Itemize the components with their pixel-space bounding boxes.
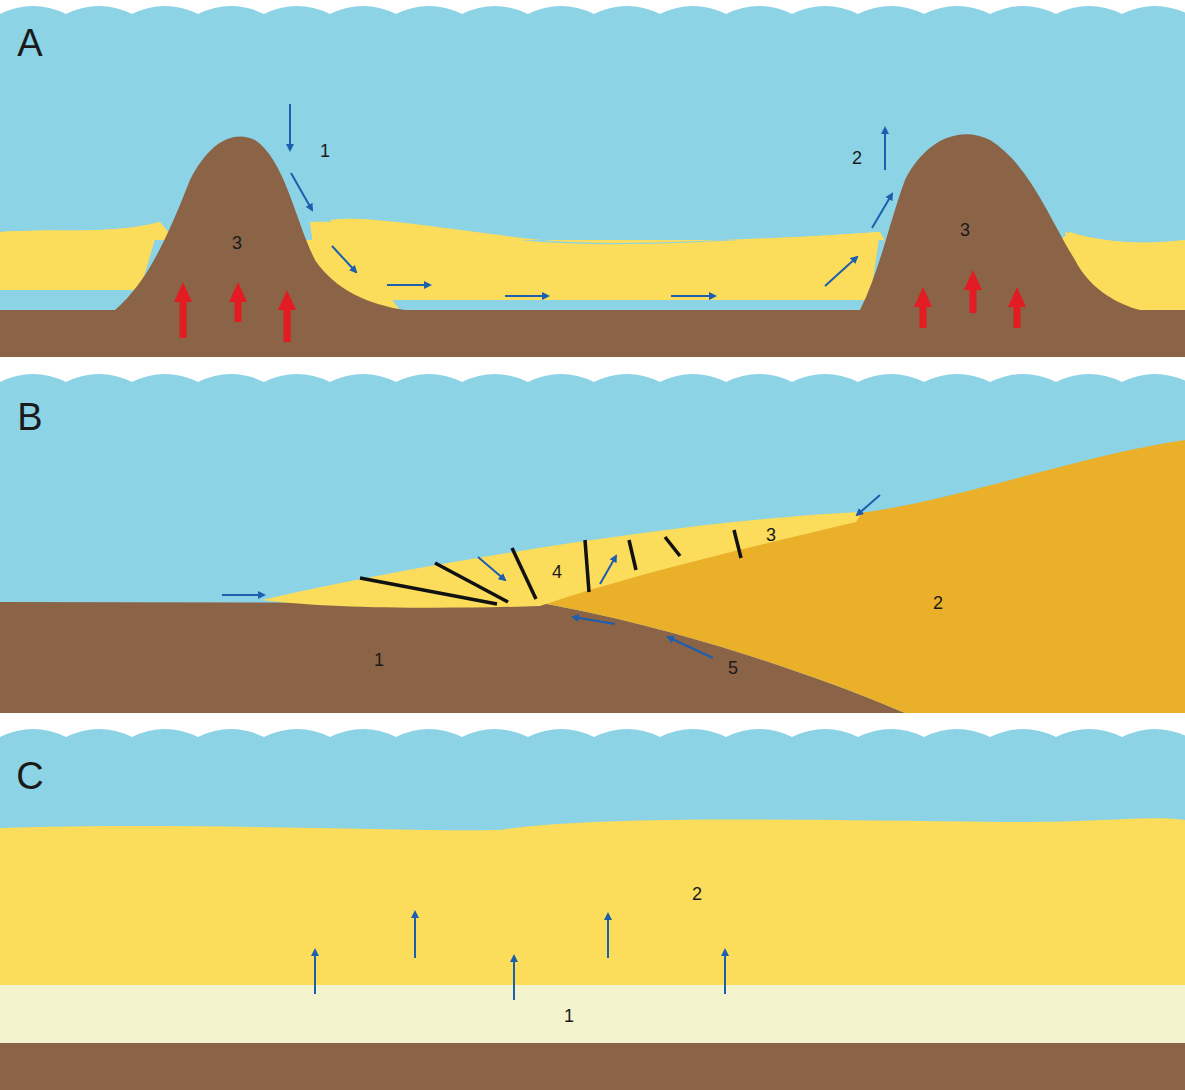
water-surface xyxy=(0,0,1185,737)
panel-letter: B xyxy=(17,398,42,436)
callout-number: 3 xyxy=(232,234,242,252)
callout-number: 4 xyxy=(552,563,562,581)
faults xyxy=(360,530,741,604)
callout-number: 5 xyxy=(728,659,738,677)
uplift-arrows xyxy=(183,278,1017,342)
callout-number: 1 xyxy=(320,142,330,160)
callout-number: 2 xyxy=(852,149,862,167)
panel-letter: C xyxy=(16,757,43,795)
wave-crest xyxy=(0,723,1185,737)
panel-a xyxy=(0,0,1185,357)
wave-crest xyxy=(0,368,1185,382)
callout-number: 2 xyxy=(692,885,702,903)
callout-number: 2 xyxy=(933,594,943,612)
callout-number: 1 xyxy=(564,1007,574,1025)
callout-number: 1 xyxy=(374,651,384,669)
panel-c xyxy=(0,725,1185,1090)
flow-arrows xyxy=(222,104,892,1000)
callout-number: 3 xyxy=(766,526,776,544)
panel-b xyxy=(0,370,1185,713)
panel-letter: A xyxy=(17,24,42,62)
wave-crest xyxy=(0,0,1185,14)
callout-number: 3 xyxy=(960,221,970,239)
